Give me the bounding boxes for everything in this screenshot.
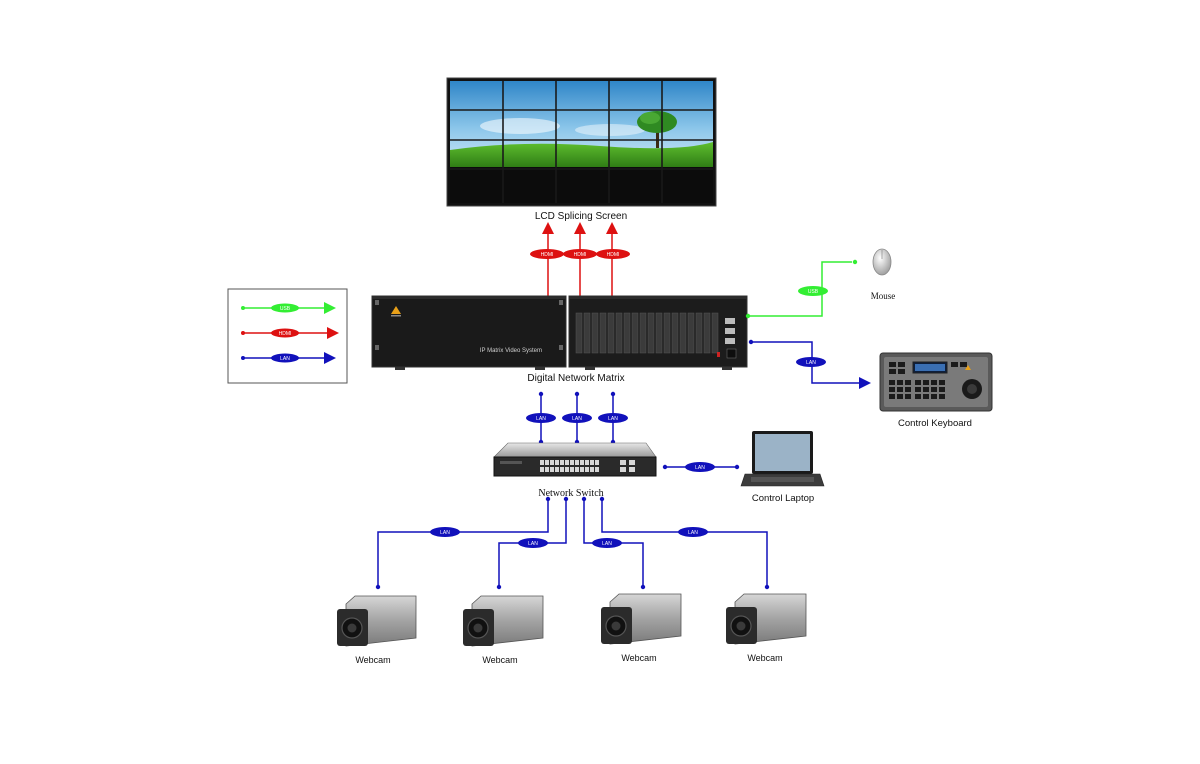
laptop-label: Control Laptop xyxy=(752,493,814,504)
digital-network-matrix: IP Matrix Video System xyxy=(371,295,748,384)
matrix-switch-lan-tag: LAN xyxy=(536,416,546,422)
usb-connection: USB xyxy=(745,259,858,319)
webcam-label: Webcam xyxy=(747,653,782,663)
webcam-lan-connections: LAN LAN LAN LAN xyxy=(375,496,770,590)
mouse: Mouse xyxy=(871,248,896,301)
control-keyboard: Control Keyboard xyxy=(879,352,993,429)
webcam-label: Webcam xyxy=(621,653,656,663)
hdmi-tag: HDMI xyxy=(607,252,620,258)
laptop-lan-tag: LAN xyxy=(695,465,705,471)
legend-lan-label: LAN xyxy=(280,356,290,362)
webcam-2: Webcam xyxy=(463,595,544,665)
webcam-lan-tag: LAN xyxy=(528,541,538,547)
hdmi-connections: HDMI HDMI HDMI xyxy=(530,222,630,296)
webcam-lan-tag: LAN xyxy=(440,530,450,536)
legend-usb-label: USB xyxy=(280,306,291,312)
network-switch: Network Switch xyxy=(493,442,657,499)
legend: USB HDMI LAN xyxy=(227,288,348,384)
matrix-panel-text: IP Matrix Video System xyxy=(480,348,542,354)
matrix-label: Digital Network Matrix xyxy=(527,373,624,384)
laptop-lan-connection: LAN xyxy=(662,462,740,472)
mouse-icon xyxy=(872,248,892,276)
lcd-screen-label: LCD Splicing Screen xyxy=(535,211,627,222)
control-laptop: Control Laptop xyxy=(740,431,825,504)
mouse-label: Mouse xyxy=(871,291,896,301)
webcam-label: Webcam xyxy=(482,655,517,665)
matrix-switch-lan-tag: LAN xyxy=(608,416,618,422)
matrix-switch-lan: LAN LAN LAN xyxy=(526,391,628,445)
webcam-lan-tag: LAN xyxy=(688,530,698,536)
webcam-lan-tag: LAN xyxy=(602,541,612,547)
switch-label: Network Switch xyxy=(538,488,603,499)
webcam-3: Webcam xyxy=(601,593,682,663)
usb-tag: USB xyxy=(808,289,819,295)
lcd-splicing-screen: LCD Splicing Screen xyxy=(446,77,717,222)
hdmi-tag: HDMI xyxy=(574,252,587,258)
webcam-1: Webcam xyxy=(337,595,417,665)
webcam-4: Webcam xyxy=(726,593,807,663)
webcam-label: Webcam xyxy=(355,655,390,665)
matrix-switch-lan-tag: LAN xyxy=(572,416,582,422)
legend-hdmi-label: HDMI xyxy=(279,331,292,337)
keyboard-lan-tag: LAN xyxy=(806,360,816,366)
matrix-logo-icon xyxy=(391,306,401,314)
hdmi-tag: HDMI xyxy=(541,252,554,258)
keyboard-lan-connection: LAN xyxy=(748,339,871,389)
keyboard-label: Control Keyboard xyxy=(898,418,972,429)
